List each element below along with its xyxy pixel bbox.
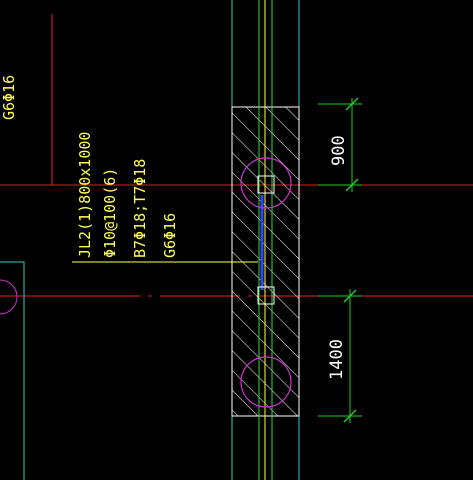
beam-label-line1: JL2(1)800x1000 (76, 132, 94, 258)
left-pile-circle (0, 279, 18, 315)
beam-node-lower (257, 286, 275, 305)
beam-label-line4: G6Φ16 (161, 213, 179, 258)
dimension-lower: 1400 (318, 289, 362, 423)
beam-node-upper (257, 175, 275, 194)
beam-label-line2: Φ10@100(6) (101, 168, 119, 258)
pile-circle-lower (240, 356, 292, 408)
beam-label-line3: B7Φ18;T7Φ18 (131, 159, 149, 258)
dimension-lower-text: 1400 (327, 339, 347, 380)
dimension-upper: 900 (318, 97, 362, 192)
left-column-outline (0, 261, 25, 480)
pile-circle-upper (240, 157, 292, 209)
partial-rebar-label: G6Φ16 (0, 75, 18, 120)
dimension-upper-text: 900 (329, 135, 349, 166)
